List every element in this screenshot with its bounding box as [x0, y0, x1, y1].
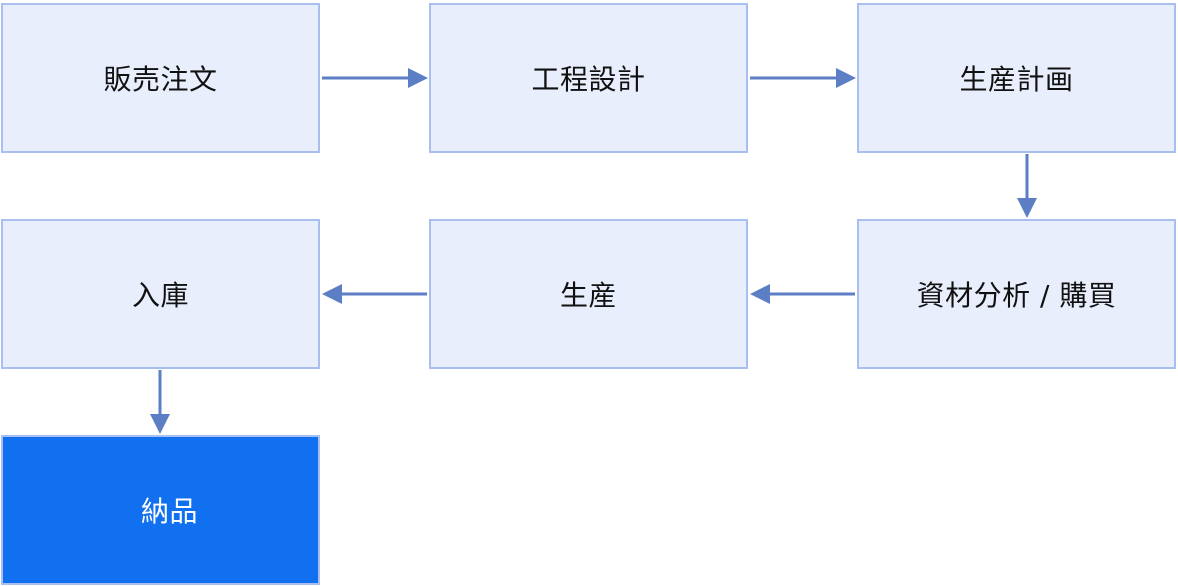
arrow-warehousing-to-delivery	[150, 370, 170, 434]
node-label: 販売注文	[103, 63, 218, 96]
arrow-sales-to-design	[322, 68, 428, 88]
node-process-design: 工程設計	[429, 3, 748, 153]
node-label: 生産計画	[959, 63, 1074, 96]
node-label: 工程設計	[531, 63, 646, 96]
arrow-plan-to-materials	[1017, 154, 1037, 218]
arrow-design-to-plan	[750, 68, 856, 88]
node-production-plan: 生産計画	[857, 3, 1176, 153]
node-warehousing: 入庫	[1, 219, 320, 369]
node-material-analysis-purchasing: 資材分析 / 購買	[857, 219, 1176, 369]
node-label: 生産	[559, 279, 617, 312]
node-delivery: 納品	[1, 435, 320, 585]
node-sales-order: 販売注文	[1, 3, 320, 153]
arrow-production-to-warehousing	[322, 284, 427, 304]
node-production: 生産	[429, 219, 748, 369]
node-label: 資材分析 / 購買	[916, 279, 1117, 312]
node-label: 納品	[140, 495, 198, 528]
arrow-materials-to-production	[750, 284, 855, 304]
node-label: 入庫	[131, 279, 189, 312]
